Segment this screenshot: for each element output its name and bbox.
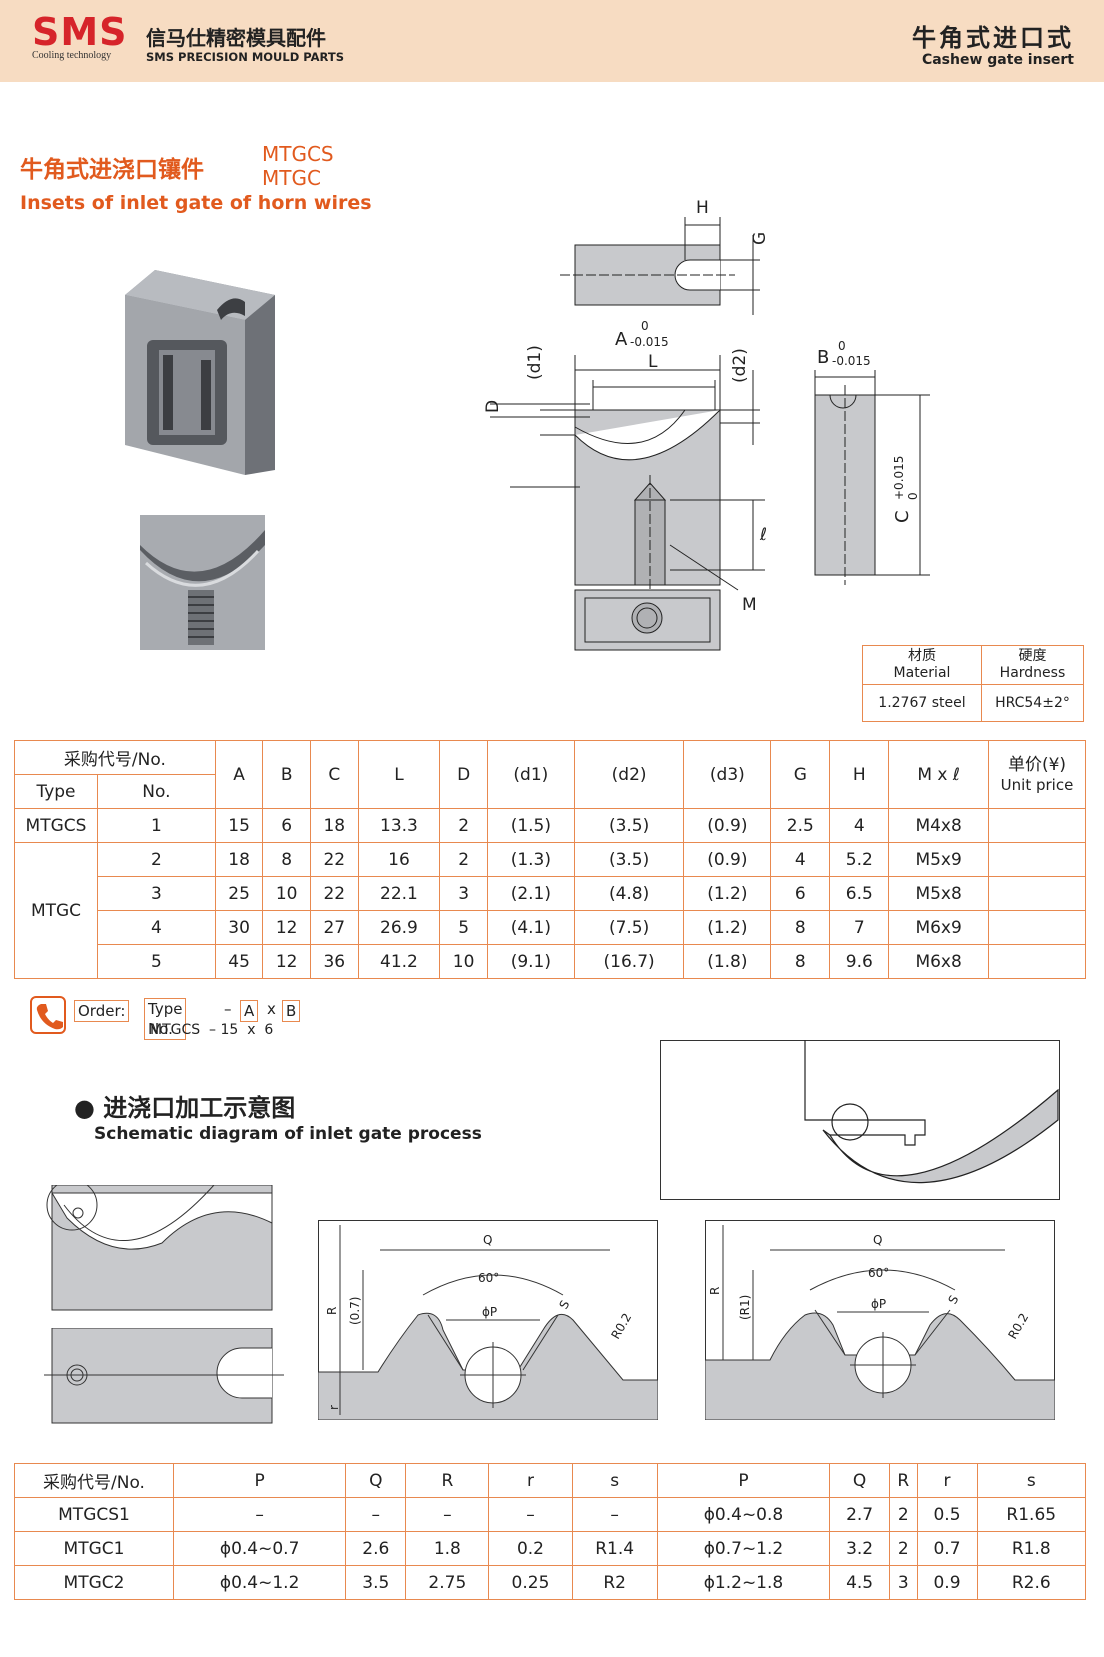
spec-col-d2: (d2) (573, 740, 685, 809)
spec-col-d: D (439, 740, 488, 809)
product-codes: MTGCS MTGC (262, 142, 334, 190)
spec-table: 采购代号/No. A B C L D (d1) (d2) (d3) G H M … (14, 740, 1086, 979)
dim-label-h: H (696, 198, 709, 218)
dim-label-m: M (742, 595, 757, 615)
company-name-en: SMS PRECISION MOULD PARTS (146, 50, 345, 64)
dim-a-tol-upper: 0 (641, 319, 649, 333)
spec-head-no2: No. (97, 774, 216, 809)
order-type-no: Type No. (144, 998, 187, 1040)
profile2-label-p: ϕP (871, 1297, 886, 1311)
dim-label-c: C (892, 510, 913, 523)
profile-label-r: R (325, 1307, 339, 1315)
profile-drawing-mtgc: Q 60° ϕP R (0.7) r S R0.2 (318, 1220, 658, 1420)
dim-label-a: A (615, 329, 628, 350)
spec-col-m: M x ℓ (888, 740, 989, 809)
profile2-label-r: R (708, 1287, 722, 1295)
dim-a-tol-lower: -0.015 (630, 335, 669, 349)
order-example-text: MTGCS – 15 x 6 (150, 1022, 274, 1038)
spec-col-price: 单价(¥)Unit price (988, 740, 1086, 809)
dim-b-tol-upper: 0 (838, 339, 846, 353)
product-title-cn: 牛角式进浇口镶件 (20, 157, 204, 183)
logo-subtitle: Cooling technology (32, 50, 112, 61)
price-cell (988, 842, 1086, 877)
order-label: Order: (74, 1000, 130, 1022)
profile-drawing-mtgcs: Q 60° ϕP R (R1) S R0.2 (705, 1220, 1055, 1420)
process-title-en: Schematic diagram of inlet gate process (94, 1124, 482, 1144)
hardness-value: HRC54±2° (980, 684, 1085, 722)
dim-label-d1: (d1) (525, 345, 545, 380)
material-value: 1.2767 steel (862, 684, 982, 722)
dim-label-d2: (d2) (730, 348, 750, 383)
dim-label-d: D (483, 400, 503, 413)
spec-head-no: 采购代号/No. (14, 740, 216, 775)
company-name-cn: 信马仕精密模具配件 (146, 26, 326, 50)
product-code-mtgc: MTGC (262, 166, 321, 190)
price-cell (988, 944, 1086, 979)
process-title-cn: ● 进浇口加工示意图 (74, 1094, 296, 1122)
order-a: A (240, 1000, 259, 1022)
detail-photo (140, 515, 265, 650)
dim-label-ell: ℓ (759, 525, 767, 545)
order-dash: – (224, 1000, 232, 1018)
spec-col-h: H (829, 740, 890, 809)
price-cell (988, 876, 1086, 911)
profile-label-p: ϕP (482, 1305, 497, 1319)
spec-col-c: C (309, 740, 359, 809)
spec-col-l: L (357, 740, 441, 809)
dim-c-tol-upper: +0.015 (892, 456, 906, 500)
profile2-label-r1: (R1) (738, 1295, 752, 1320)
profile2-label-q: Q (873, 1233, 882, 1247)
process-left-drawing-bottom (44, 1328, 284, 1424)
technical-drawing: H G A 0 -0.015 L (d1) (d2) D B 0 -0.015 … (483, 198, 930, 651)
profile-label-q: Q (483, 1233, 492, 1247)
profile2-label-angle: 60° (868, 1266, 889, 1280)
phone-icon (30, 996, 66, 1034)
product-title-en: Insets of inlet gate of horn wires (20, 192, 372, 214)
process-left-drawing-top (46, 1185, 273, 1311)
price-cell (988, 808, 1086, 843)
spec-head-type: Type (14, 774, 98, 809)
dim-label-l: L (648, 352, 658, 372)
product-code-mtgcs: MTGCS (262, 142, 334, 166)
page-header: SMS Cooling technology 信马仕精密模具配件 SMS PRE… (0, 0, 1104, 82)
brand-logo: SMS Cooling technology (32, 12, 128, 61)
page-title-en: Cashew gate insert (921, 52, 1074, 68)
spec-col-d3: (d3) (683, 740, 772, 809)
spec-col-a: A (214, 740, 264, 809)
order-b: B (282, 1000, 301, 1022)
dim-label-b: B (817, 347, 829, 368)
order-x: x (267, 1000, 276, 1018)
price-cell (988, 910, 1086, 945)
dim-b-tol-lower: -0.015 (832, 354, 871, 368)
dim-label-g: G (750, 232, 770, 245)
logo-text: SMS (32, 10, 128, 54)
spec-col-b: B (262, 740, 311, 809)
profile-label-small-r: r (327, 1405, 341, 1410)
process-detail-drawing (660, 1040, 1060, 1200)
page-title-cn: 牛角式进口式 (912, 24, 1074, 52)
profile-label-angle: 60° (478, 1271, 499, 1285)
spec-col-d1: (d1) (486, 740, 575, 809)
spec-col-g: G (770, 740, 831, 809)
dim-c-tol-lower: 0 (906, 492, 920, 500)
profile-label-d07: (0.7) (348, 1297, 362, 1325)
product-photo (125, 270, 275, 475)
